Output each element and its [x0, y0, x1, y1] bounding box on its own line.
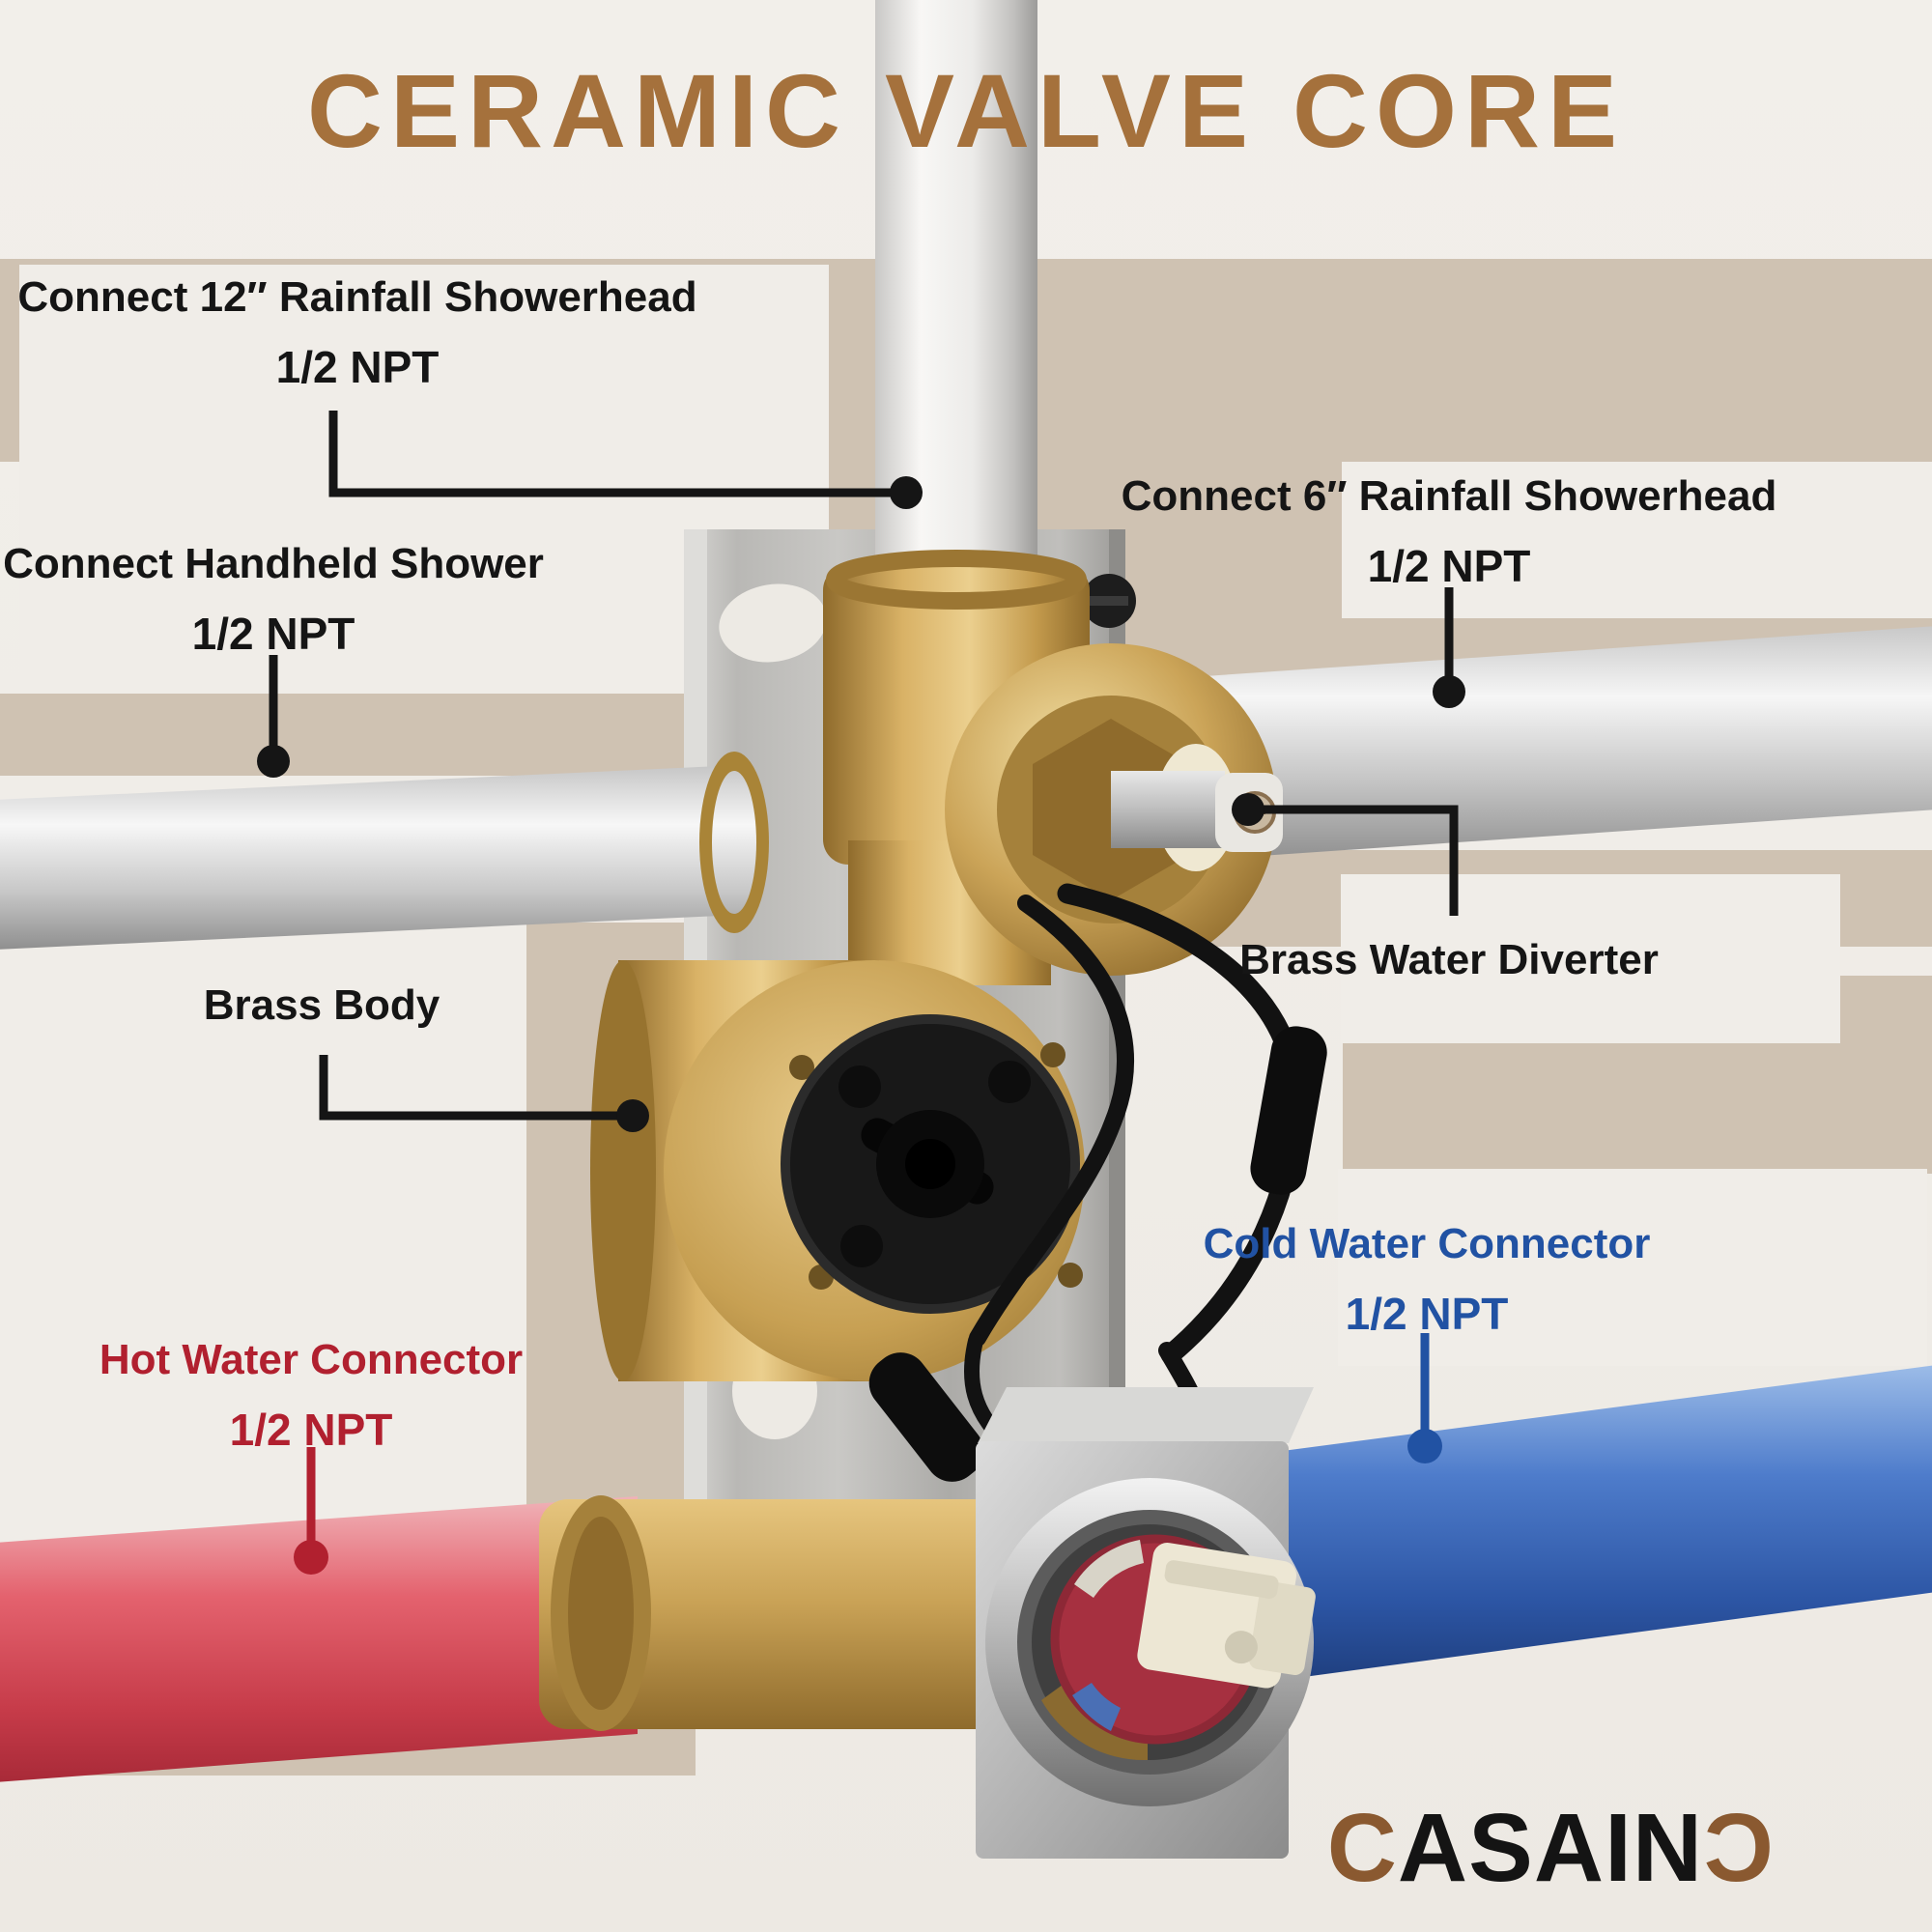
- callout-connect6-dot: [1433, 675, 1465, 708]
- label-brass-body-line1: Brass Body: [203, 981, 440, 1029]
- cold-water-pipe: [1275, 1365, 1932, 1681]
- label-cold: Cold Water Connector 1/2 NPT: [1204, 1209, 1651, 1349]
- thermostatic-cartridge: [781, 1014, 1080, 1314]
- label-connect12-line2: 1/2 NPT: [275, 342, 440, 392]
- label-cold-line2: 1/2 NPT: [1345, 1289, 1509, 1339]
- label-patch-cold: [1338, 1169, 1927, 1366]
- label-brass-body: Brass Body: [204, 971, 440, 1040]
- label-handheld-line1: Connect Handheld Shower: [3, 540, 544, 587]
- callout-brassbody-dot: [616, 1099, 649, 1132]
- brass-diverter-ring: [945, 643, 1283, 976]
- callout-connect12-dot: [890, 476, 923, 509]
- logo-middle-letters: ASAIN: [1397, 1794, 1704, 1902]
- label-hot-line2: 1/2 NPT: [229, 1405, 393, 1455]
- page-title: CERAMIC VALVE CORE: [306, 52, 1626, 169]
- callout-connect12-line: [328, 411, 896, 497]
- left-pipe-collar: [699, 752, 769, 933]
- callout-diverter-dot: [1232, 793, 1264, 826]
- brass-drum: [590, 960, 1085, 1381]
- chrome-trim-block: [976, 1387, 1316, 1859]
- label-connect6: Connect 6″ Rainfall Showerhead 1/2 NPT: [1122, 462, 1777, 601]
- label-connect12: Connect 12″ Rainfall Showerhead 1/2 NPT: [17, 263, 696, 402]
- label-connect6-line1: Connect 6″ Rainfall Showerhead: [1121, 472, 1777, 520]
- brand-logo: CASAINC: [1327, 1793, 1775, 1904]
- callout-brassbody-line: [319, 1055, 618, 1121]
- label-brass-diverter-line1: Brass Water Diverter: [1239, 936, 1659, 983]
- label-handheld: Connect Handheld Shower 1/2 NPT: [3, 529, 544, 668]
- label-patch-connect6: [1342, 462, 1932, 618]
- logo-first-ring: C: [1326, 1794, 1398, 1902]
- callout-handheld-dot: [257, 745, 290, 778]
- bracket-hole-upper: [719, 583, 827, 663]
- label-patch-diverter: [1341, 874, 1840, 1043]
- callout-diverter-line: [1248, 805, 1459, 916]
- callout-hot-dot: [294, 1540, 328, 1575]
- logo-last-ring: C: [1703, 1794, 1775, 1902]
- label-brass-diverter: Brass Water Diverter: [1239, 925, 1659, 995]
- label-hot-line1: Hot Water Connector: [99, 1336, 524, 1383]
- wire-connector-lower: [868, 1352, 984, 1482]
- hot-water-pipe: [0, 1496, 638, 1782]
- handheld-pipe: [0, 766, 720, 950]
- label-connect12-line1: Connect 12″ Rainfall Showerhead: [17, 273, 697, 321]
- diverter-stem: [1111, 771, 1225, 848]
- callout-cold-dot: [1407, 1429, 1442, 1463]
- label-hot: Hot Water Connector 1/2 NPT: [99, 1325, 523, 1464]
- cartridge-stem: [1137, 1543, 1316, 1689]
- label-handheld-line2: 1/2 NPT: [191, 609, 355, 659]
- label-connect6-line2: 1/2 NPT: [1367, 541, 1531, 591]
- label-cold-line1: Cold Water Connector: [1203, 1220, 1651, 1267]
- wire-connector-upper: [1250, 1026, 1327, 1195]
